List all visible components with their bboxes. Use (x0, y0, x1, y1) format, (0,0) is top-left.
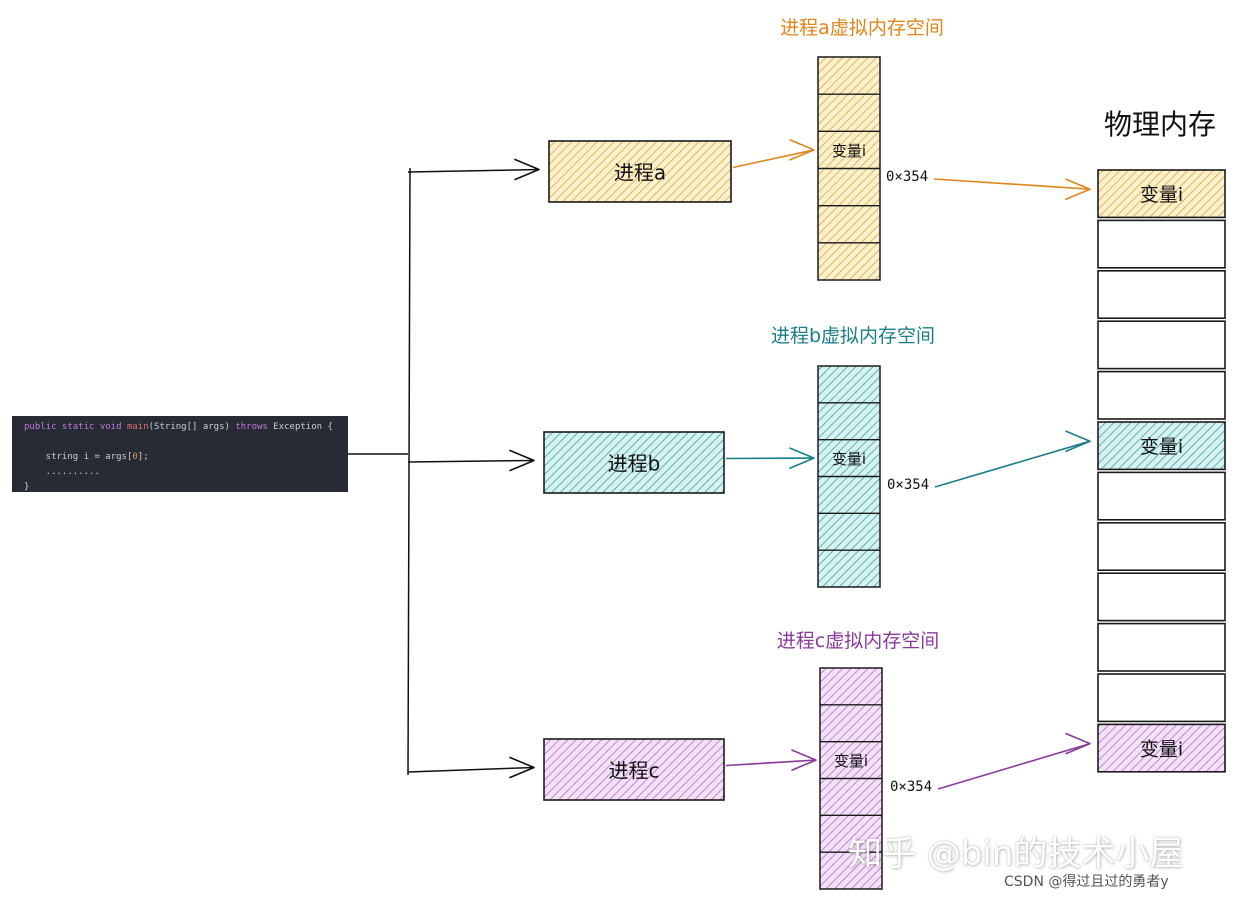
process-label-c: 进程c (609, 759, 660, 783)
vm-arrow-line-a (733, 150, 814, 168)
code-token: ]; (138, 452, 149, 462)
physical-slot-label: 变量i (1140, 184, 1183, 206)
trunk-line-vertical (408, 168, 410, 775)
code-token: Exception { (268, 422, 333, 432)
vm-title-a: 进程a虚拟内存空间 (780, 17, 944, 39)
code-snippet: public static void main(String[] args) t… (12, 416, 348, 492)
code-line (24, 435, 336, 450)
physical-slot-label: 变量i (1140, 436, 1183, 458)
physical-arrowhead-c (1066, 734, 1090, 754)
code-line: public static void main(String[] args) t… (24, 420, 336, 435)
vm-title-b: 进程b虚拟内存空间 (771, 325, 935, 347)
vm-variable-label-b: 变量i (832, 450, 866, 468)
physical-arrow-line-b (935, 441, 1090, 487)
physical-slot (1098, 624, 1225, 671)
code-token: } (24, 482, 29, 492)
process-label-a: 进程a (614, 161, 666, 185)
physical-slot-label: 变量i (1140, 739, 1183, 761)
csdn-credit: CSDN @得过且过的勇者y (1004, 871, 1169, 891)
physical-arrow-line-a (934, 179, 1090, 189)
zhihu-watermark: 知乎 @bin的技术小屋 (848, 826, 1183, 875)
process-label-b: 进程b (608, 452, 661, 476)
physical-memory-title: 物理内存 (1104, 108, 1216, 141)
virtual-memory-layer: 进程a虚拟内存空间变量i0×354进程b虚拟内存空间变量i0×354进程c虚拟内… (771, 17, 944, 889)
physical-slot (1098, 674, 1225, 721)
code-token: main (127, 422, 149, 432)
physical-slot (1098, 372, 1225, 419)
code-line: .......... (24, 465, 336, 480)
code-token: throws (235, 422, 268, 432)
vm-title-c: 进程c虚拟内存空间 (777, 630, 939, 652)
branch-line-b (408, 461, 534, 463)
code-line: } (24, 480, 336, 495)
physical-slot (1098, 472, 1225, 519)
physical-slot (1098, 220, 1225, 267)
physical-arrowhead-b (1066, 431, 1090, 451)
vm-variable-label-a: 变量i (832, 142, 866, 160)
address-label-b: 0×354 (887, 477, 929, 493)
process-layer: 进程a 进程b 进程c (544, 141, 731, 800)
code-token: string i = args[ (24, 452, 132, 462)
code-line: string i = args[0]; (24, 450, 336, 465)
physical-slot (1098, 573, 1225, 620)
physical-slot (1098, 523, 1225, 570)
vm-arrow-line-c (726, 760, 816, 765)
branch-line-a (408, 170, 539, 173)
code-token: public static void (24, 422, 127, 432)
physical-slot (1098, 271, 1225, 318)
address-label-c: 0×354 (890, 779, 932, 795)
physical-arrow-line-c (938, 744, 1090, 789)
physical-slot (1098, 321, 1225, 368)
branch-line-c (408, 768, 534, 773)
address-label-a: 0×354 (886, 169, 928, 185)
vm-variable-label-c: 变量i (834, 752, 868, 770)
code-token: (String[] args) (149, 422, 236, 432)
code-token: .......... (24, 467, 100, 477)
